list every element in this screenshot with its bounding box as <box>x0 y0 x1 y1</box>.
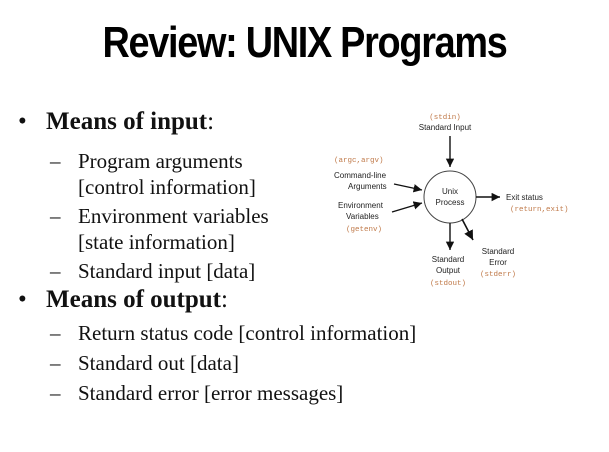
dash-glyph: – <box>50 351 61 375</box>
env-label-line1: Environment <box>338 201 384 210</box>
dash-glyph: – <box>50 381 61 405</box>
stderr-arrow <box>461 218 474 241</box>
env-arrow <box>391 201 423 213</box>
dash-glyph: – <box>50 321 61 345</box>
output-item-text: Standard error [error messages] <box>78 381 344 405</box>
args-label-line2: Arguments <box>348 182 387 191</box>
dash-glyph: – <box>50 204 61 228</box>
stdin-code: (stdin) <box>429 114 461 122</box>
output-colon: : <box>221 286 228 313</box>
dash-glyph: – <box>50 149 61 173</box>
input-heading: Means of input <box>46 108 208 135</box>
stderr-code: (stderr) <box>480 271 516 279</box>
stdin-label: Standard Input <box>419 123 472 132</box>
env-code: (getenv) <box>346 226 382 234</box>
input-item-line2: [state information] <box>78 230 235 254</box>
process-label-line1: Unix <box>442 187 458 196</box>
input-item-line1: Standard input [data] <box>78 259 256 283</box>
exit-label: Exit status <box>506 193 543 202</box>
output-item-text: Standard out [data] <box>78 351 239 375</box>
input-colon: : <box>207 108 215 135</box>
stdout-code: (stdout) <box>430 280 466 288</box>
stdout-label-line2: Output <box>436 266 461 275</box>
env-label-line2: Variables <box>346 212 379 221</box>
dash-glyph: – <box>50 259 61 283</box>
args-code: (argc,argv) <box>334 157 384 165</box>
input-item-line1: Environment variables <box>78 204 269 228</box>
bullet-glyph: • <box>18 108 27 135</box>
args-label-line1: Command-line <box>334 171 387 180</box>
bullet-glyph: • <box>18 286 27 313</box>
slide-title: Review: UNIX Programs <box>102 18 507 67</box>
process-circle <box>423 170 477 224</box>
process-label-line2: Process <box>436 198 465 207</box>
exit-code: (return,exit) <box>510 206 569 214</box>
stderr-label-line1: Standard <box>482 247 514 256</box>
stdout-label-line1: Standard <box>432 255 464 264</box>
input-item-line1: Program arguments <box>78 149 243 173</box>
output-heading: Means of output <box>46 286 222 313</box>
unix-process-diagram: Unix Process (stdin) Standard Input (arg… <box>334 114 569 288</box>
stderr-label-line2: Error <box>489 258 507 267</box>
args-arrow <box>393 183 423 193</box>
input-item-line2: [control information] <box>78 175 256 199</box>
output-item-text: Return status code [control information] <box>78 321 417 345</box>
